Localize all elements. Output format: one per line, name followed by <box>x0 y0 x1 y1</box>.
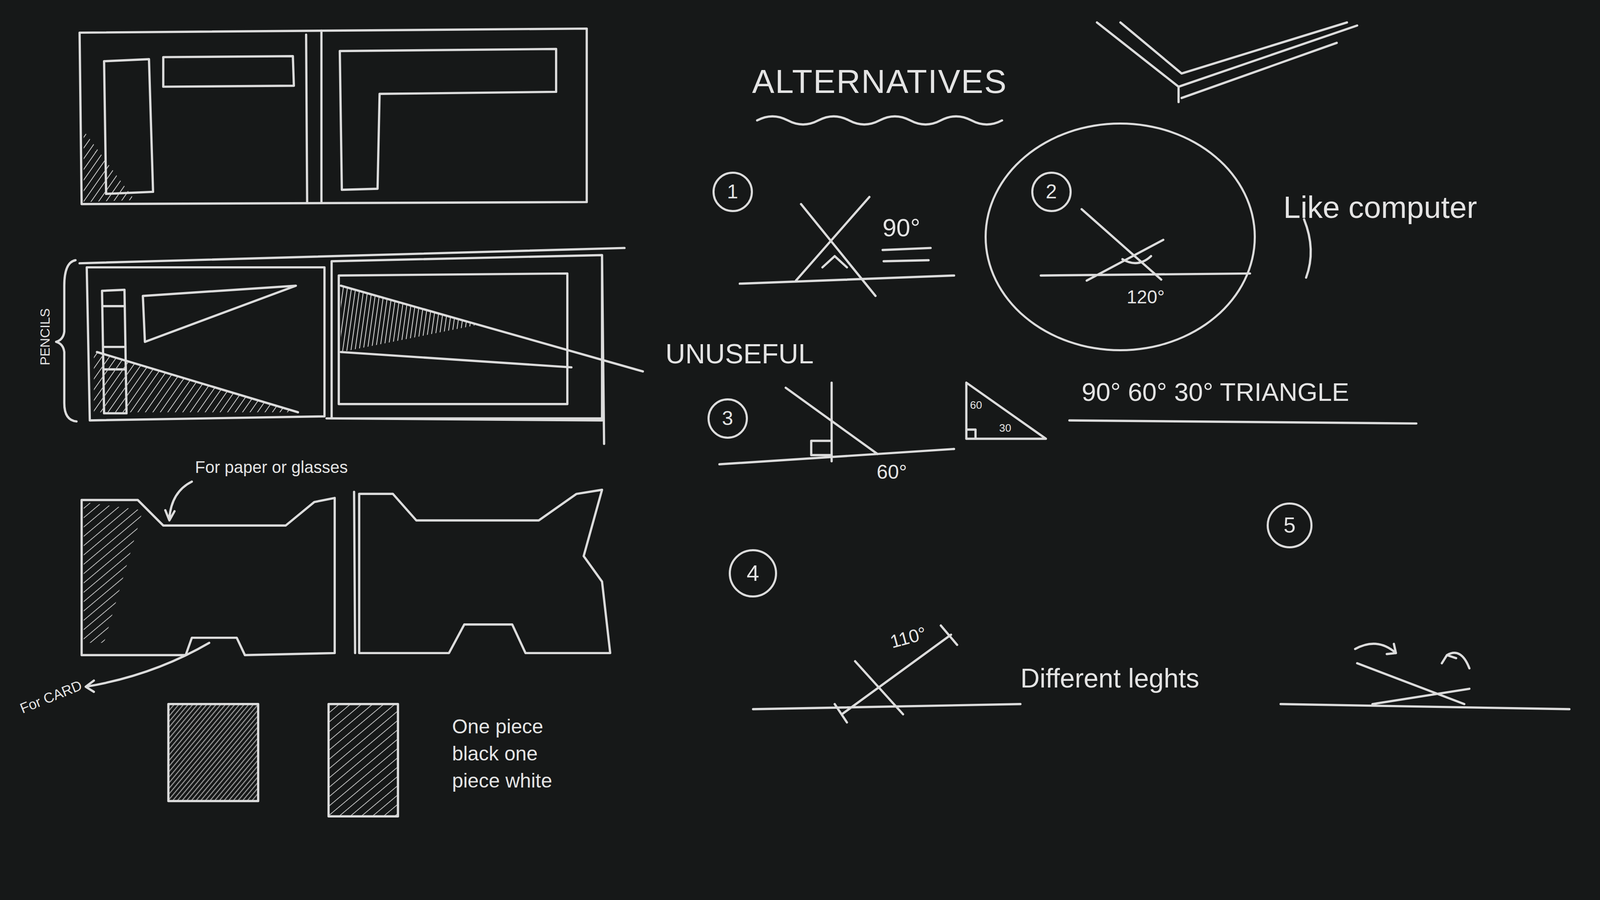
callout-label: For paper or glasses <box>195 457 348 477</box>
tray-divider <box>306 30 322 202</box>
wedge-line <box>340 285 643 372</box>
angle-label: 110° <box>887 622 929 653</box>
alternative-ellipse: 120° 2 <box>984 122 1256 352</box>
corner-sketch <box>1097 22 1358 103</box>
angle-underline <box>882 247 931 262</box>
number-text: 1 <box>727 180 739 203</box>
number-text: 2 <box>1045 180 1058 203</box>
color-sample-black <box>168 704 259 802</box>
slot-l-shape <box>340 49 557 190</box>
tray-notched-right <box>354 490 611 654</box>
title: ALTERNATIVES <box>752 62 1008 101</box>
callout-number: 3 <box>707 398 748 439</box>
angle-label: 60 <box>970 399 983 412</box>
angle-label: 60° <box>876 460 908 484</box>
callout-number: 5 <box>1266 502 1313 549</box>
triangle-symbol <box>966 382 1046 439</box>
stand-sketch-1 <box>740 197 955 297</box>
note: Like computer <box>1283 189 1478 225</box>
stand-sketch-5 <box>1280 663 1570 710</box>
angle-label: 120° <box>1126 287 1165 308</box>
callout-number: 2 <box>1031 171 1072 213</box>
hatch-corner <box>83 130 135 202</box>
number-text: 4 <box>746 560 760 586</box>
slot-vertical <box>104 59 154 194</box>
callout-label: For CARD <box>17 677 85 717</box>
stand-sketch-4 <box>752 625 1021 723</box>
note: UNUSEFUL <box>665 338 814 370</box>
stand-sketch-3 <box>719 382 955 465</box>
note: 90° 60° 30° TRIANGLE <box>1081 377 1350 407</box>
note: One piece black one piece white <box>452 713 578 795</box>
hatch-side <box>83 502 143 643</box>
number-text: 3 <box>722 407 734 430</box>
slot-horizontal <box>163 56 294 87</box>
alternatives-sketches <box>719 22 1570 723</box>
color-sample-white <box>328 704 399 817</box>
bracket <box>56 260 77 422</box>
bracket <box>1304 219 1311 278</box>
leader-line <box>85 642 210 693</box>
line-bottom <box>97 352 298 413</box>
stand-sketch-2 <box>1040 209 1250 281</box>
rotation-arrow <box>1441 652 1470 669</box>
number-text: 5 <box>1283 513 1296 538</box>
tray-notched-left <box>81 497 335 655</box>
tray-outline <box>79 28 587 205</box>
callout-number: 4 <box>728 549 778 598</box>
callout-number: 1 <box>712 171 753 213</box>
triangle-slot <box>142 285 296 343</box>
part-label: PENCILS <box>37 307 53 365</box>
organizer-row-3 <box>81 481 611 817</box>
organizer-row-2 <box>56 247 643 444</box>
inner-rect <box>338 273 568 404</box>
angle-label: 90° <box>882 213 921 243</box>
organizer-row-1 <box>79 28 587 205</box>
triangle-underline <box>1069 420 1417 424</box>
title-underline <box>757 116 1003 125</box>
leader-line <box>165 481 193 521</box>
note: Different leghts <box>1020 663 1200 695</box>
rotation-arrow <box>1355 643 1396 655</box>
angle-label: 30 <box>999 422 1012 435</box>
tray-left-panel <box>86 267 325 421</box>
